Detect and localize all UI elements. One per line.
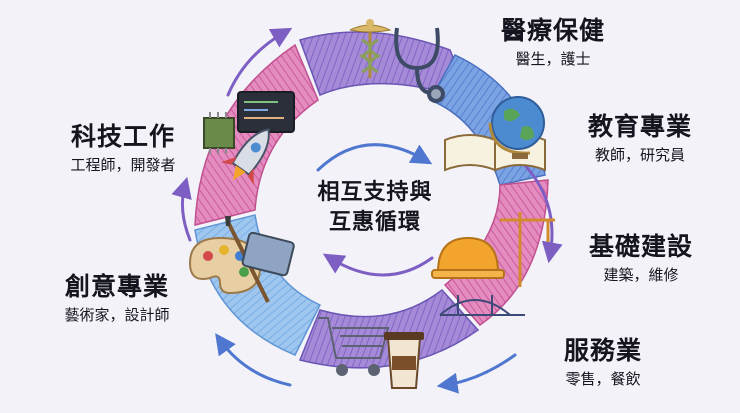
center-caption: 相互支持與 互惠循環 [290, 178, 460, 237]
crane-icon [500, 212, 555, 287]
rocket-icon [221, 128, 270, 186]
caduceus-icon [349, 19, 392, 78]
ring-sector-infrastructure [443, 179, 549, 326]
stethoscope-icon [394, 27, 445, 103]
label-infrastructure-sub: 建築，維修 [603, 266, 679, 284]
chip-icon [203, 112, 235, 154]
label-healthcare-sub: 醫生，護士 [515, 50, 591, 68]
arrow-top-left [226, 27, 293, 97]
code-window-icon [237, 91, 295, 133]
label-tech: 科技工作 工程師，開發者 [48, 122, 198, 174]
label-education: 教育專業 教師，研究員 [560, 112, 720, 164]
arrow-bottom-right [436, 353, 517, 394]
inner-arrow-bottom [322, 253, 434, 277]
label-education-title: 教育專業 [587, 112, 692, 141]
coffee-cup-icon [384, 332, 424, 389]
inner-arrows [316, 143, 434, 277]
label-creative-sub: 藝術家，設計師 [64, 306, 170, 324]
center-line-2: 互惠循環 [328, 209, 421, 235]
label-service-sub: 零售，餐飲 [565, 370, 641, 388]
label-healthcare: 醫療保健 醫生，護士 [478, 16, 628, 68]
label-service: 服務業 零售，餐飲 [528, 336, 678, 388]
globe-icon [488, 96, 545, 159]
tablet-icon [241, 231, 295, 277]
label-infrastructure-title: 基礎建設 [588, 232, 693, 261]
arrow-left [171, 176, 192, 242]
label-service-title: 服務業 [563, 336, 642, 365]
inner-arrow-top [316, 143, 433, 172]
shopping-cart-icon [318, 317, 390, 376]
label-infrastructure: 基礎建設 建築，維修 [566, 232, 716, 284]
label-tech-title: 科技工作 [70, 122, 175, 151]
label-healthcare-title: 醫療保健 [500, 16, 605, 45]
outer-arrows [171, 27, 563, 394]
arrow-bottom-left [215, 333, 292, 387]
ring-sector-service [298, 288, 480, 369]
hard-hat-icon [431, 236, 505, 279]
label-tech-sub: 工程師，開發者 [70, 156, 176, 174]
label-creative: 創意專業 藝術家，設計師 [42, 272, 192, 324]
bridge-icon [439, 295, 525, 316]
label-creative-title: 創意專業 [64, 272, 169, 301]
center-line-1: 相互支持與 [317, 180, 433, 205]
arrow-right [518, 158, 563, 264]
label-education-sub: 教師，研究員 [594, 146, 685, 164]
